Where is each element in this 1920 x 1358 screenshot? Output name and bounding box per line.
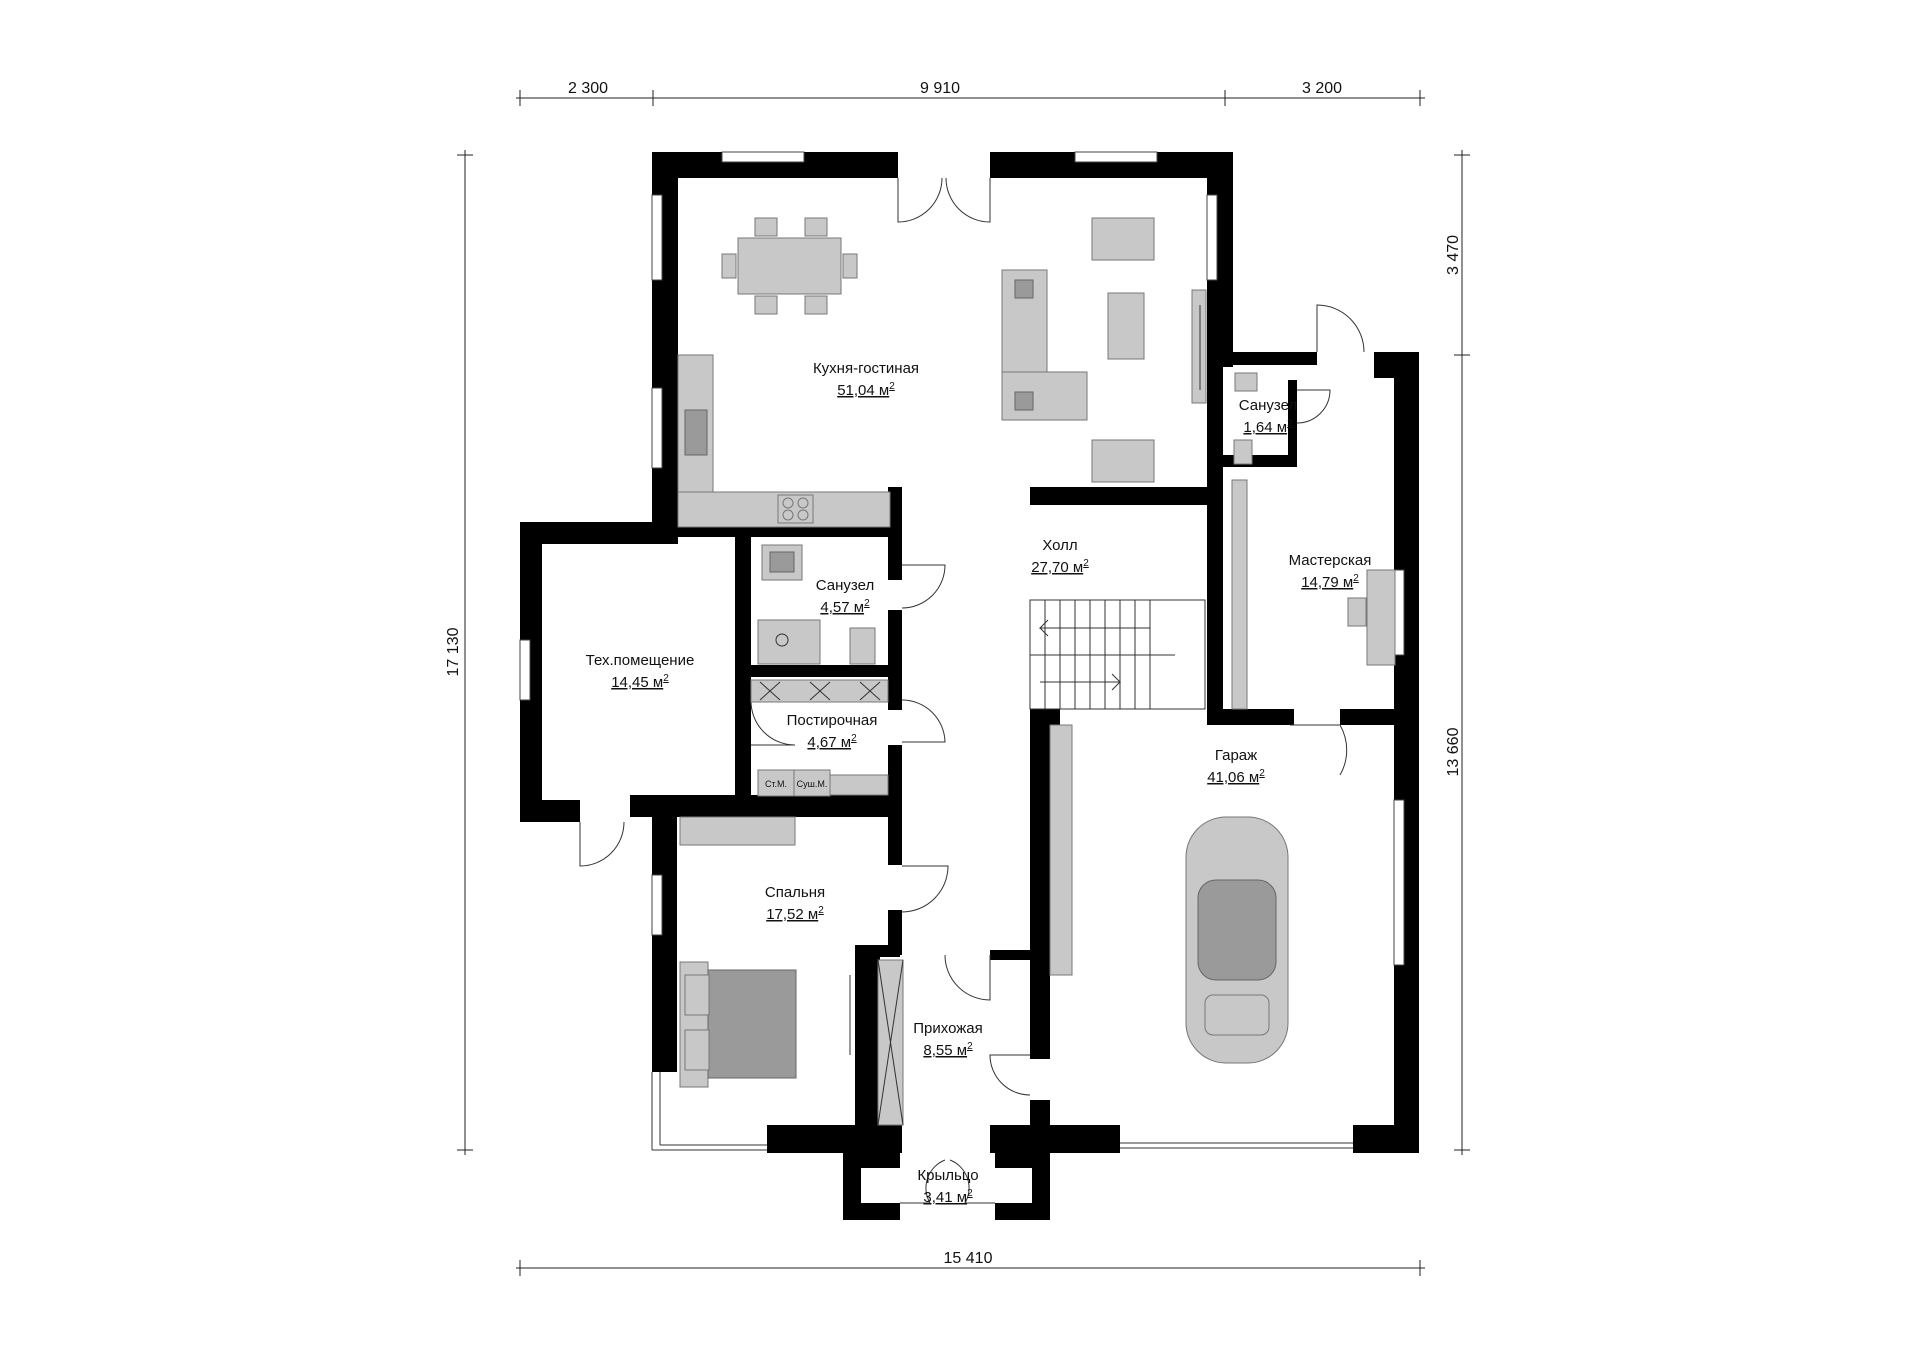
dim-bottom-total: 15 410 <box>944 1250 993 1267</box>
room-garage: Гараж 41,06 м2 <box>1207 747 1265 786</box>
room-kitchen-living: Кухня-гостиная 51,04 м2 <box>813 360 919 399</box>
bathroom-fixtures <box>750 372 1258 703</box>
wardrobes <box>679 479 1248 1126</box>
room-area: 8,55 м2 <box>923 1041 973 1059</box>
workshop-furniture <box>1347 569 1396 666</box>
laundry-appliances <box>757 769 889 797</box>
room-area: 41,06 м2 <box>1207 768 1265 786</box>
room-workshop: Мастерская 14,79 м2 <box>1289 552 1372 591</box>
room-name: Санузел <box>1239 397 1297 414</box>
kitchen-furniture <box>677 217 891 528</box>
room-name: Крыльцо <box>917 1167 978 1184</box>
bedroom-furniture <box>679 961 851 1088</box>
room-entrance: Прихожая 8,55 м2 <box>913 1020 983 1059</box>
room-porch: Крыльцо 3,41 м2 <box>917 1167 978 1206</box>
room-name: Постирочная <box>787 712 878 729</box>
glazing-lines <box>651 1072 1353 1151</box>
room-area: 17,52 м2 <box>766 905 824 923</box>
room-name: Гараж <box>1215 747 1257 764</box>
room-tech: Тех.помещение 14,45 м2 <box>586 652 695 691</box>
room-area: 51,04 м2 <box>837 381 895 399</box>
car-icon <box>1185 816 1289 1064</box>
dim-right-lower: 13 660 <box>1445 727 1462 776</box>
room-area: 27,70 м2 <box>1031 558 1089 576</box>
room-hall: Холл 27,70 м2 <box>1031 537 1089 576</box>
dim-top-middle: 9 910 <box>920 80 960 97</box>
room-name: Тех.помещение <box>586 652 695 669</box>
room-bathroom-small: Санузел 1,64 м2 <box>1239 397 1297 436</box>
room-area: 1,64 м2 <box>1243 418 1293 436</box>
doors <box>579 177 1365 1204</box>
room-area: 4,67 м2 <box>807 733 857 751</box>
room-laundry: Постирочная 4,67 м2 <box>787 712 878 751</box>
room-bedroom: Спальня 17,52 м2 <box>765 884 825 923</box>
living-furniture <box>1001 217 1207 483</box>
room-area: 14,79 м2 <box>1301 573 1359 591</box>
room-name: Спальня <box>765 884 825 901</box>
room-name: Прихожая <box>913 1020 983 1037</box>
dim-top-left: 2 300 <box>568 80 608 97</box>
room-name: Холл <box>1042 537 1077 554</box>
dimension-lines <box>457 90 1470 1276</box>
washer-label: Ст.М. <box>765 779 787 789</box>
room-area: 3,41 м2 <box>923 1188 973 1206</box>
dim-top-right: 3 200 <box>1302 80 1342 97</box>
windows <box>519 151 1405 966</box>
room-name: Санузел <box>816 577 874 594</box>
dryer-label: Суш.М. <box>797 779 828 789</box>
room-bathroom: Санузел 4,57 м2 <box>816 577 874 616</box>
room-area: 14,45 м2 <box>611 673 669 691</box>
staircase <box>1029 599 1206 710</box>
room-name: Мастерская <box>1289 552 1372 569</box>
room-name: Кухня-гостиная <box>813 360 919 377</box>
dim-right-upper: 3 470 <box>1445 235 1462 275</box>
room-area: 4,57 м2 <box>820 598 870 616</box>
dim-left-total: 17 130 <box>445 627 462 676</box>
